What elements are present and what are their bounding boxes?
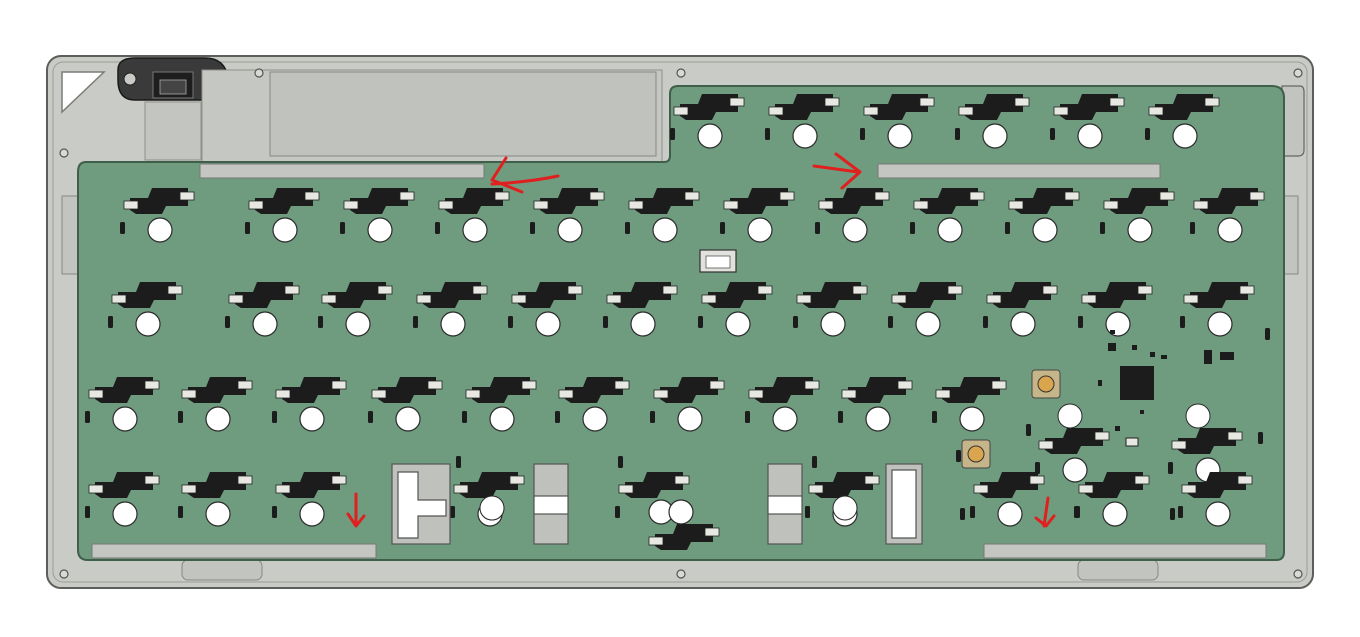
switch-socket	[815, 188, 890, 243]
switch-socket	[178, 377, 253, 432]
arrow-right	[812, 152, 862, 190]
stabilizer-bar-top-left	[199, 163, 485, 179]
label-window	[269, 71, 657, 157]
switch-socket	[650, 377, 725, 432]
switch-socket	[245, 188, 320, 243]
mcu-area	[1098, 330, 1234, 447]
switch-socket	[85, 472, 160, 527]
switch-socket	[888, 282, 963, 337]
switch-socket	[1168, 428, 1243, 483]
switch-socket	[272, 377, 347, 432]
arrow-down-left	[346, 492, 366, 528]
switch-socket	[983, 282, 1058, 337]
switch-socket	[1180, 282, 1255, 337]
switch-socket	[765, 94, 840, 149]
switch-socket	[178, 472, 253, 527]
switch-socket	[108, 282, 183, 337]
switch-socket	[318, 282, 393, 337]
switch-hole	[1057, 403, 1083, 429]
chip-icon	[1120, 366, 1154, 400]
switch-socket	[910, 188, 985, 243]
switch-socket	[1005, 188, 1080, 243]
reset-button-icon	[1031, 369, 1061, 399]
diode	[960, 508, 965, 520]
diode	[456, 456, 461, 468]
switch-socket	[625, 188, 700, 243]
stabilizer-bar-bottom-right	[983, 543, 1267, 559]
switch-socket	[1178, 472, 1253, 527]
stabilizer-bar-top-right	[877, 163, 1161, 179]
arrow-left	[490, 156, 560, 194]
switch-socket	[648, 524, 720, 550]
switch-hole	[479, 495, 505, 521]
switch-socket	[745, 377, 820, 432]
diode	[812, 456, 817, 468]
switch-hole	[668, 499, 694, 525]
switch-socket	[340, 188, 415, 243]
switch-socket	[1190, 188, 1265, 243]
switch-socket	[1035, 428, 1110, 483]
switch-hole	[1185, 403, 1211, 429]
switch-socket	[955, 94, 1030, 149]
switch-socket	[603, 282, 678, 337]
switch-socket	[225, 282, 300, 337]
switch-socket	[838, 377, 913, 432]
stabilizer-bar-bottom-left	[91, 543, 377, 559]
switch-socket	[508, 282, 583, 337]
diode	[618, 456, 623, 468]
switch-socket	[1145, 94, 1220, 149]
corner-notch-icon	[61, 71, 106, 114]
switch-socket	[272, 472, 347, 527]
switch-socket	[85, 377, 160, 432]
diode	[1026, 424, 1031, 436]
arrow-down-right	[1034, 496, 1056, 528]
switch-socket	[932, 377, 1007, 432]
switch-socket	[120, 188, 195, 243]
switch-hole	[832, 495, 858, 521]
switch-socket	[720, 188, 795, 243]
switch-socket	[1050, 94, 1125, 149]
case-inner-edge	[52, 61, 1308, 583]
diode	[1170, 508, 1175, 520]
switch-socket	[368, 377, 443, 432]
diode	[1265, 328, 1270, 340]
switch-socket	[530, 188, 605, 243]
switch-socket	[435, 188, 510, 243]
switch-socket	[793, 282, 868, 337]
pcb-connector-icon	[699, 249, 737, 273]
boot-button-icon	[961, 439, 991, 469]
switch-socket	[1075, 472, 1150, 527]
switch-socket	[698, 282, 773, 337]
diode	[956, 450, 961, 462]
switch-socket	[1100, 188, 1175, 243]
switch-socket	[670, 94, 745, 149]
diode	[1074, 506, 1079, 518]
switch-socket	[413, 282, 488, 337]
diode	[1258, 432, 1263, 444]
switch-socket	[462, 377, 537, 432]
battery-recess	[144, 101, 202, 161]
switch-socket	[970, 472, 1045, 527]
switch-socket	[615, 472, 690, 518]
switch-socket	[860, 94, 935, 149]
annotation-arrows	[346, 152, 1056, 528]
switch-socket	[555, 377, 630, 432]
spacebar-cutouts	[391, 463, 923, 545]
